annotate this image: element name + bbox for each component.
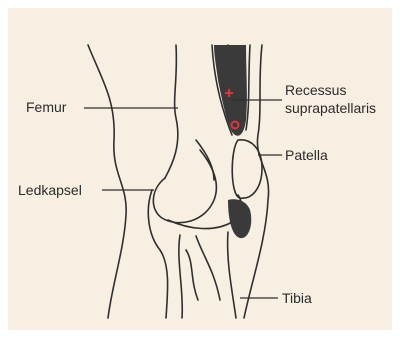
label-recessus-line1: Recessus — [285, 82, 346, 98]
femur-condyle-outline — [153, 150, 216, 223]
femur-shaft-outline — [165, 45, 178, 178]
label-tibia: Tibia — [282, 290, 312, 306]
leg-outline-back — [88, 45, 126, 318]
leg-outline-front — [244, 45, 269, 318]
label-femur: Femur — [26, 99, 66, 115]
tibia-shaft-left — [179, 235, 182, 318]
patella-outline — [232, 140, 262, 198]
label-ledkapsel: Ledkapsel — [18, 182, 82, 198]
infrapatellar-dark-area — [228, 199, 251, 238]
capsule-outline — [148, 190, 167, 318]
label-recessus-line2: suprapatellaris — [285, 100, 376, 116]
tibia-shaft-right — [228, 232, 236, 318]
label-patella: Patella — [285, 147, 328, 163]
